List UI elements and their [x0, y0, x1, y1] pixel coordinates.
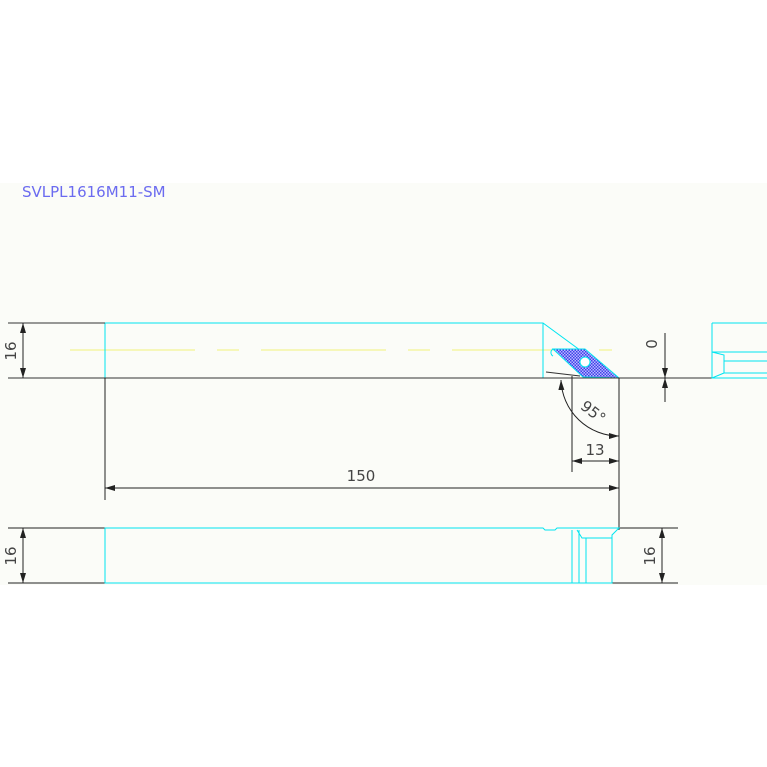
dim-16-bottom-left-label: 16 — [2, 546, 20, 565]
holder-head — [711, 322, 767, 379]
dim-13-label: 13 — [585, 441, 604, 459]
insert-screw — [579, 356, 591, 368]
dim-95-angle — [558, 379, 620, 439]
drawing-area — [0, 183, 767, 585]
dim-16-bottom-right-label: 16 — [641, 546, 659, 565]
dimensions — [8, 323, 678, 584]
side-view — [104, 527, 621, 584]
drawing-title: SVLPL1616M11-SM — [22, 183, 166, 201]
dim-0-label: 0 — [643, 339, 661, 349]
top-view — [8, 322, 767, 379]
dim-150-label: 150 — [347, 467, 376, 485]
dim-16-top-label: 16 — [2, 341, 20, 360]
